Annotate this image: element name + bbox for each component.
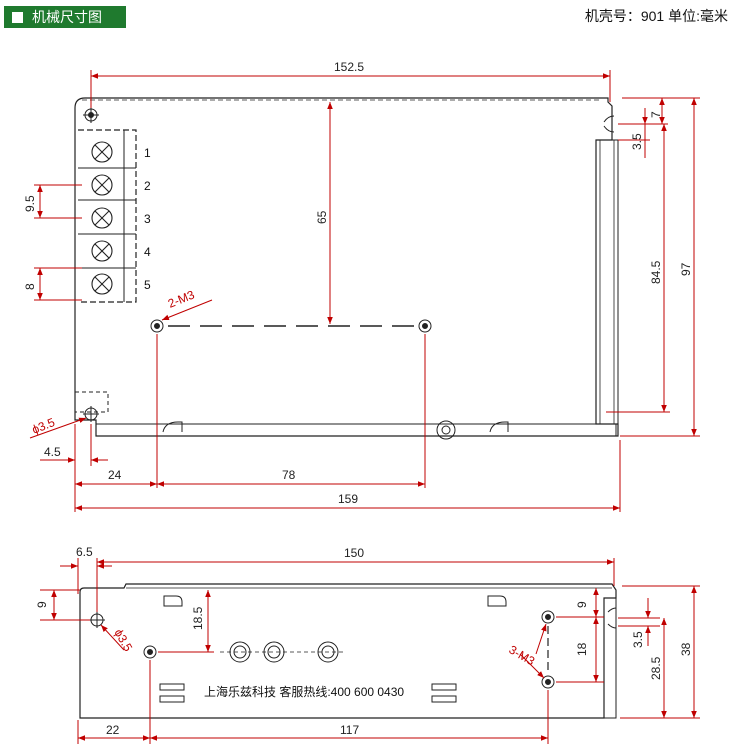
- dim-65: 65: [315, 210, 329, 224]
- case-unit-info: 机壳号：901 单位:毫米: [584, 8, 728, 24]
- dim-3-5: 3.5: [630, 133, 644, 150]
- bottom-flange: [95, 423, 617, 437]
- dim-4-5: 4.5: [44, 445, 61, 459]
- dim-9-right: 9: [575, 601, 589, 608]
- title-badge: 机械尺寸图: [4, 6, 126, 28]
- dim-18-5: 18.5: [191, 606, 205, 630]
- dim-3-5-side: 3.5: [631, 631, 645, 648]
- terminal-label: 5: [144, 278, 151, 292]
- terminal-label: 3: [144, 212, 151, 226]
- dim-28-5: 28.5: [649, 656, 663, 680]
- dim-9-5: 9.5: [23, 195, 37, 212]
- right-rail: [595, 139, 619, 425]
- dim-7: 7: [649, 111, 663, 118]
- side-view: 上海乐兹科技 客服热线:400 600 0430: [35, 545, 700, 744]
- dim-150: 150: [344, 546, 364, 560]
- terminal-label: 4: [144, 245, 151, 259]
- side-hole-icons: [89, 607, 617, 689]
- terminal-screw-icons: [91, 141, 113, 295]
- top-view-outline: [74, 97, 619, 437]
- mounting-hole-icons: [83, 107, 615, 422]
- hole-label-2-m3: 2-M3: [166, 287, 197, 310]
- dim-6-5: 6.5: [76, 545, 93, 559]
- dim-9-left: 9: [35, 601, 49, 608]
- dim-8: 8: [23, 283, 37, 290]
- slot-icons: [159, 595, 507, 703]
- dim-22: 22: [106, 723, 120, 737]
- dim-18: 18: [575, 642, 589, 656]
- terminal-block: 1 2 3 4 5: [78, 129, 151, 303]
- square-icon: [12, 11, 23, 23]
- dim-117: 117: [340, 723, 359, 737]
- dim-38: 38: [679, 642, 693, 656]
- title-text: 机械尺寸图: [32, 9, 102, 25]
- dim-84-5: 84.5: [649, 260, 663, 284]
- company-hotline-text: 上海乐兹科技 客服热线:400 600 0430: [204, 684, 404, 699]
- dim-24: 24: [108, 468, 122, 482]
- hole-label-3-m3: 3-M3: [507, 642, 538, 668]
- top-view: 1 2 3 4 5: [23, 60, 700, 512]
- dim-78: 78: [282, 468, 296, 482]
- dim-152-5: 152.5: [334, 60, 364, 74]
- terminal-label: 1: [144, 146, 151, 160]
- dim-97: 97: [679, 262, 693, 276]
- terminal-label: 2: [144, 179, 151, 193]
- dim-159: 159: [338, 492, 358, 506]
